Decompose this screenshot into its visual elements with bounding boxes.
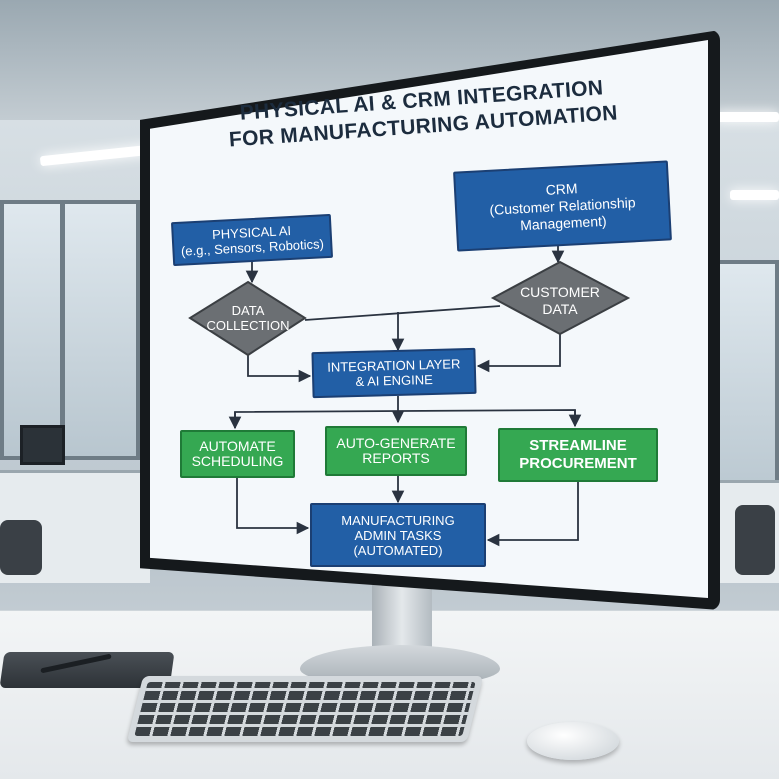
admin-line-2: ADMIN TASKS	[354, 527, 442, 543]
node-auto-generate-reports: AUTO-GENERATE REPORTS	[325, 426, 467, 476]
admin-line-3: (AUTOMATED)	[353, 542, 443, 558]
label-customer-data: CUSTOMER DATA	[510, 284, 610, 318]
admin-line-1: MANUFACTURING	[341, 512, 455, 528]
scheduling-line-1: AUTOMATE	[199, 438, 276, 454]
scheduling-line-2: SCHEDULING	[191, 453, 284, 469]
connector-customer-to-integration	[476, 330, 561, 373]
connector-scheduling-to-admin	[236, 478, 310, 535]
node-integration-layer: INTEGRATION LAYER & AI ENGINE	[311, 347, 477, 399]
node-streamline-procurement: STREAMLINE PROCUREMENT	[498, 428, 658, 482]
connector-collection-to-integration	[247, 346, 312, 383]
office-window	[715, 260, 779, 510]
node-manufacturing-admin: MANUFACTURING ADMIN TASKS (AUTOMATED)	[310, 503, 486, 567]
reports-line-2: REPORTS	[362, 450, 430, 466]
data-collection-line-2: COLLECTION	[206, 318, 290, 333]
connector-procurement-to-admin	[486, 482, 579, 547]
label-data-collection: DATA COLLECTION	[198, 303, 298, 333]
reports-line-1: AUTO-GENERATE	[336, 435, 456, 451]
node-physical-ai: PHYSICAL AI (e.g., Sensors, Robotics)	[170, 213, 334, 267]
connector-collection-to-customer	[304, 305, 501, 321]
ceiling-light	[715, 112, 779, 122]
window-mullion	[60, 200, 65, 460]
office-window	[0, 200, 140, 460]
decision-customer-data	[490, 260, 631, 336]
computer-mouse	[527, 722, 619, 760]
office-chair	[735, 505, 775, 575]
ceiling-light	[730, 190, 779, 200]
procurement-line-2: PROCUREMENT	[519, 455, 637, 472]
node-automate-scheduling: AUTOMATE SCHEDULING	[180, 430, 295, 478]
decision-data-collection	[188, 280, 307, 357]
background-monitor	[20, 425, 65, 465]
office-chair	[0, 520, 42, 575]
monitor-stand	[372, 585, 432, 655]
customer-data-line-1: CUSTOMER	[520, 284, 600, 300]
procurement-line-1: STREAMLINE	[529, 437, 627, 454]
data-collection-line-1: DATA	[231, 303, 265, 318]
customer-data-line-2: DATA	[542, 301, 578, 317]
node-crm: CRM (Customer Relationship Management)	[453, 160, 672, 252]
